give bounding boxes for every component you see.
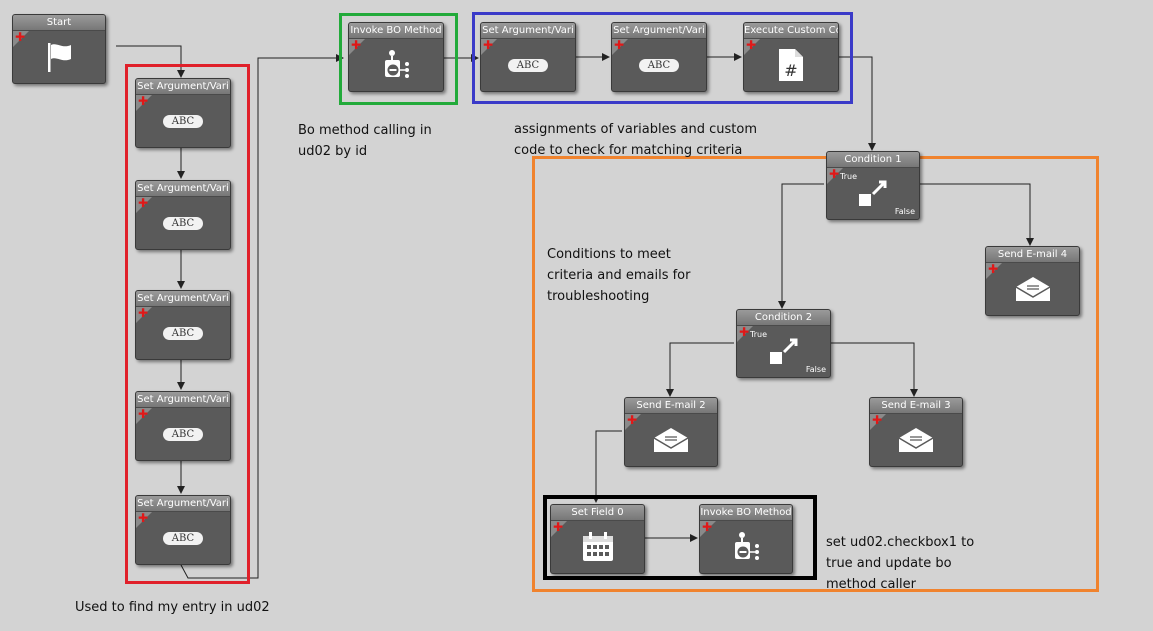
calendar-icon [551,521,644,573]
group-box-blue [472,12,853,104]
invoke-bo-method-node-2[interactable]: Invoke BO Method ✚ [699,504,793,574]
false-label: False [805,365,826,374]
add-icon[interactable]: ✚ [351,38,362,52]
true-label: True [840,172,857,181]
execute-custom-code-node[interactable]: Execute Custom Co ✚ # [743,22,839,92]
add-icon[interactable]: ✚ [138,407,149,421]
add-icon[interactable]: ✚ [138,196,149,210]
node-title: Set Field 0 [551,505,644,521]
node-title: Set Argument/Vari [136,496,230,512]
node-title: Condition 1 [827,152,919,168]
envelope-icon [870,414,962,466]
false-label: False [894,207,915,216]
add-icon[interactable]: ✚ [739,325,750,339]
envelope-icon [625,414,717,466]
add-icon[interactable]: ✚ [627,413,638,427]
envelope-icon [986,263,1079,315]
node-title: Set Argument/Vari [481,23,575,39]
connector-condition1-email4 [919,183,1034,246]
set-field-node-0[interactable]: Set Field 0 ✚ [550,504,645,574]
svg-text:#: # [784,61,797,80]
flag-icon [13,31,105,83]
node-title: Execute Custom Co [744,23,838,39]
invoke-bo-method-node-1[interactable]: Invoke BO Method ✚ [348,22,444,92]
connector-setarg5-invoke1 [180,54,344,579]
group-box-black [543,495,817,580]
start-node[interactable]: Start ✚ [12,14,106,84]
connector-condition2-email2 [666,342,734,397]
abc-icon: ABC [136,512,230,564]
add-icon[interactable]: ✚ [872,413,883,427]
bo-method-icon [349,39,443,91]
annotation-orange: Conditions to meet criteria and emails f… [547,247,691,304]
add-icon[interactable]: ✚ [553,520,564,534]
annotation-green: Bo method calling in ud02 by id [298,123,432,159]
abc-icon: ABC [136,95,230,147]
node-title: Start [13,15,105,31]
add-icon[interactable]: ✚ [138,511,149,525]
node-title: Send E-mail 4 [986,247,1079,263]
set-argument-node-3[interactable]: Set Argument/Vari ✚ ABC [135,290,231,360]
add-icon[interactable]: ✚ [138,94,149,108]
add-icon[interactable]: ✚ [138,306,149,320]
send-email-node-4[interactable]: Send E-mail 4 ✚ [985,246,1080,316]
add-icon[interactable]: ✚ [746,38,757,52]
add-icon[interactable]: ✚ [988,262,999,276]
connector-condition1-condition2 [778,183,824,309]
connector-condition2-email3 [829,342,918,397]
node-title: Set Argument/Vari [136,291,230,307]
code-file-icon: # [744,39,838,91]
node-title: Invoke BO Method [349,23,443,39]
abc-icon: ABC [136,408,230,460]
node-title: Send E-mail 2 [625,398,717,414]
condition-icon [827,168,919,219]
add-icon[interactable]: ✚ [614,38,625,52]
set-argument-node-5[interactable]: Set Argument/Vari ✚ ABC [135,495,231,565]
send-email-node-3[interactable]: Send E-mail 3 ✚ [869,397,963,467]
group-box-orange [532,156,1099,592]
add-icon[interactable]: ✚ [702,520,713,534]
add-icon[interactable]: ✚ [483,38,494,52]
true-label: True [750,330,767,339]
set-argument-node-4[interactable]: Set Argument/Vari ✚ ABC [135,391,231,461]
annotation-blue: assignments of variables and custom code… [514,122,757,158]
node-title: Condition 2 [737,310,830,326]
bo-method-icon [700,521,792,573]
condition-node-1[interactable]: Condition 1 ✚ True False [826,151,920,220]
node-title: Set Argument/Vari [136,79,230,95]
node-title: Set Argument/Vari [136,181,230,197]
add-icon[interactable]: ✚ [829,167,840,181]
group-box-red [125,64,250,584]
group-box-green [339,13,458,105]
set-argument-node-2[interactable]: Set Argument/Vari ✚ ABC [135,180,231,250]
abc-icon: ABC [136,307,230,359]
abc-icon: ABC [612,39,706,91]
condition-node-2[interactable]: Condition 2 ✚ True False [736,309,831,378]
condition-icon [737,326,830,377]
set-argument-node-1[interactable]: Set Argument/Vari ✚ ABC [135,78,231,148]
abc-icon: ABC [481,39,575,91]
node-title: Set Argument/Vari [612,23,706,39]
abc-icon: ABC [136,197,230,249]
set-argument-node-6[interactable]: Set Argument/Vari ✚ ABC [480,22,576,92]
node-title: Invoke BO Method [700,505,792,521]
node-title: Send E-mail 3 [870,398,962,414]
annotation-black: set ud02.checkbox1 to true and update bo… [826,535,975,592]
set-argument-node-7[interactable]: Set Argument/Vari ✚ ABC [611,22,707,92]
add-icon[interactable]: ✚ [15,30,26,44]
connector-email2-setfield0 [592,430,622,503]
send-email-node-2[interactable]: Send E-mail 2 ✚ [624,397,718,467]
node-title: Set Argument/Vari [136,392,230,408]
annotation-red: Used to find my entry in ud02 [75,600,270,615]
